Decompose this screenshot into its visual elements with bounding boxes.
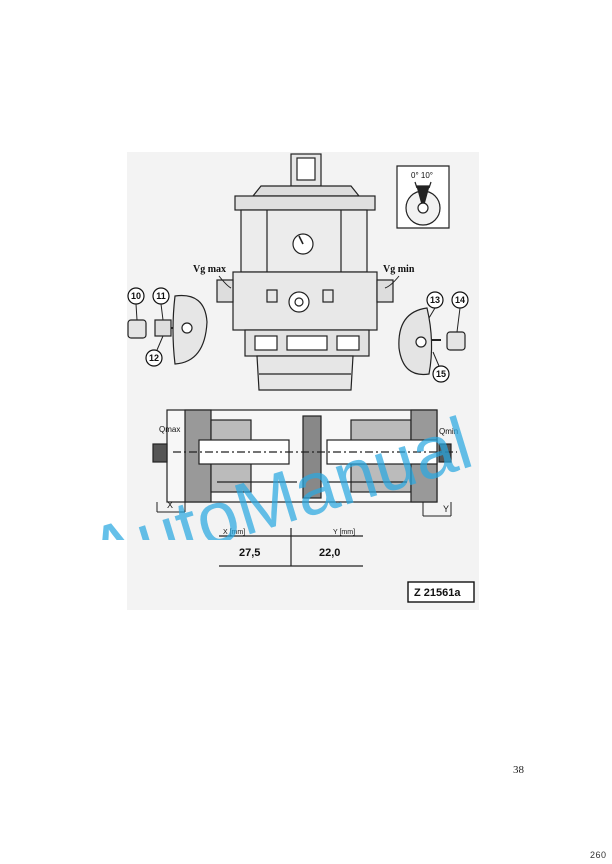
ref-code: Z 21561a	[414, 587, 461, 599]
dimension-table	[219, 528, 363, 567]
document-code: 260	[590, 850, 607, 860]
callout-12-label: 12	[149, 353, 159, 363]
vg-max-label: Vg max	[193, 264, 226, 275]
q-max-label: Qmax	[159, 425, 180, 434]
angle-gauge	[396, 165, 450, 229]
table-header-y: Y [mm]	[333, 529, 355, 536]
left-adjust-detail	[127, 294, 208, 365]
callouts	[127, 287, 469, 383]
callout-14-label: 14	[455, 295, 465, 305]
callout-13-label: 13	[430, 295, 440, 305]
callout-12	[145, 349, 163, 367]
section-view	[152, 409, 457, 503]
callout-10-label: 10	[131, 291, 141, 301]
callout-15-label: 15	[436, 369, 446, 379]
angle-label: 0° 10°	[411, 171, 433, 180]
vg-min-label: Vg min	[383, 264, 415, 275]
table-header-x: X [mm]	[223, 529, 245, 536]
page-number: 38	[513, 764, 524, 776]
technical-drawing: 0° 10° Vg max Vg min 10 11 12 13 14 15	[127, 152, 479, 610]
table-value-x: 27,5	[239, 547, 260, 559]
table-value-y: 22,0	[319, 547, 340, 559]
ref-code-box	[407, 581, 475, 603]
y-dimension-label: Y	[443, 504, 449, 514]
right-adjust-detail	[398, 307, 466, 376]
q-min-label: Qmin	[439, 427, 458, 436]
pump-top-view	[216, 153, 394, 391]
callout-11-label: 11	[156, 291, 166, 301]
callout-15	[432, 365, 450, 383]
x-dimension-label: X	[167, 500, 173, 510]
